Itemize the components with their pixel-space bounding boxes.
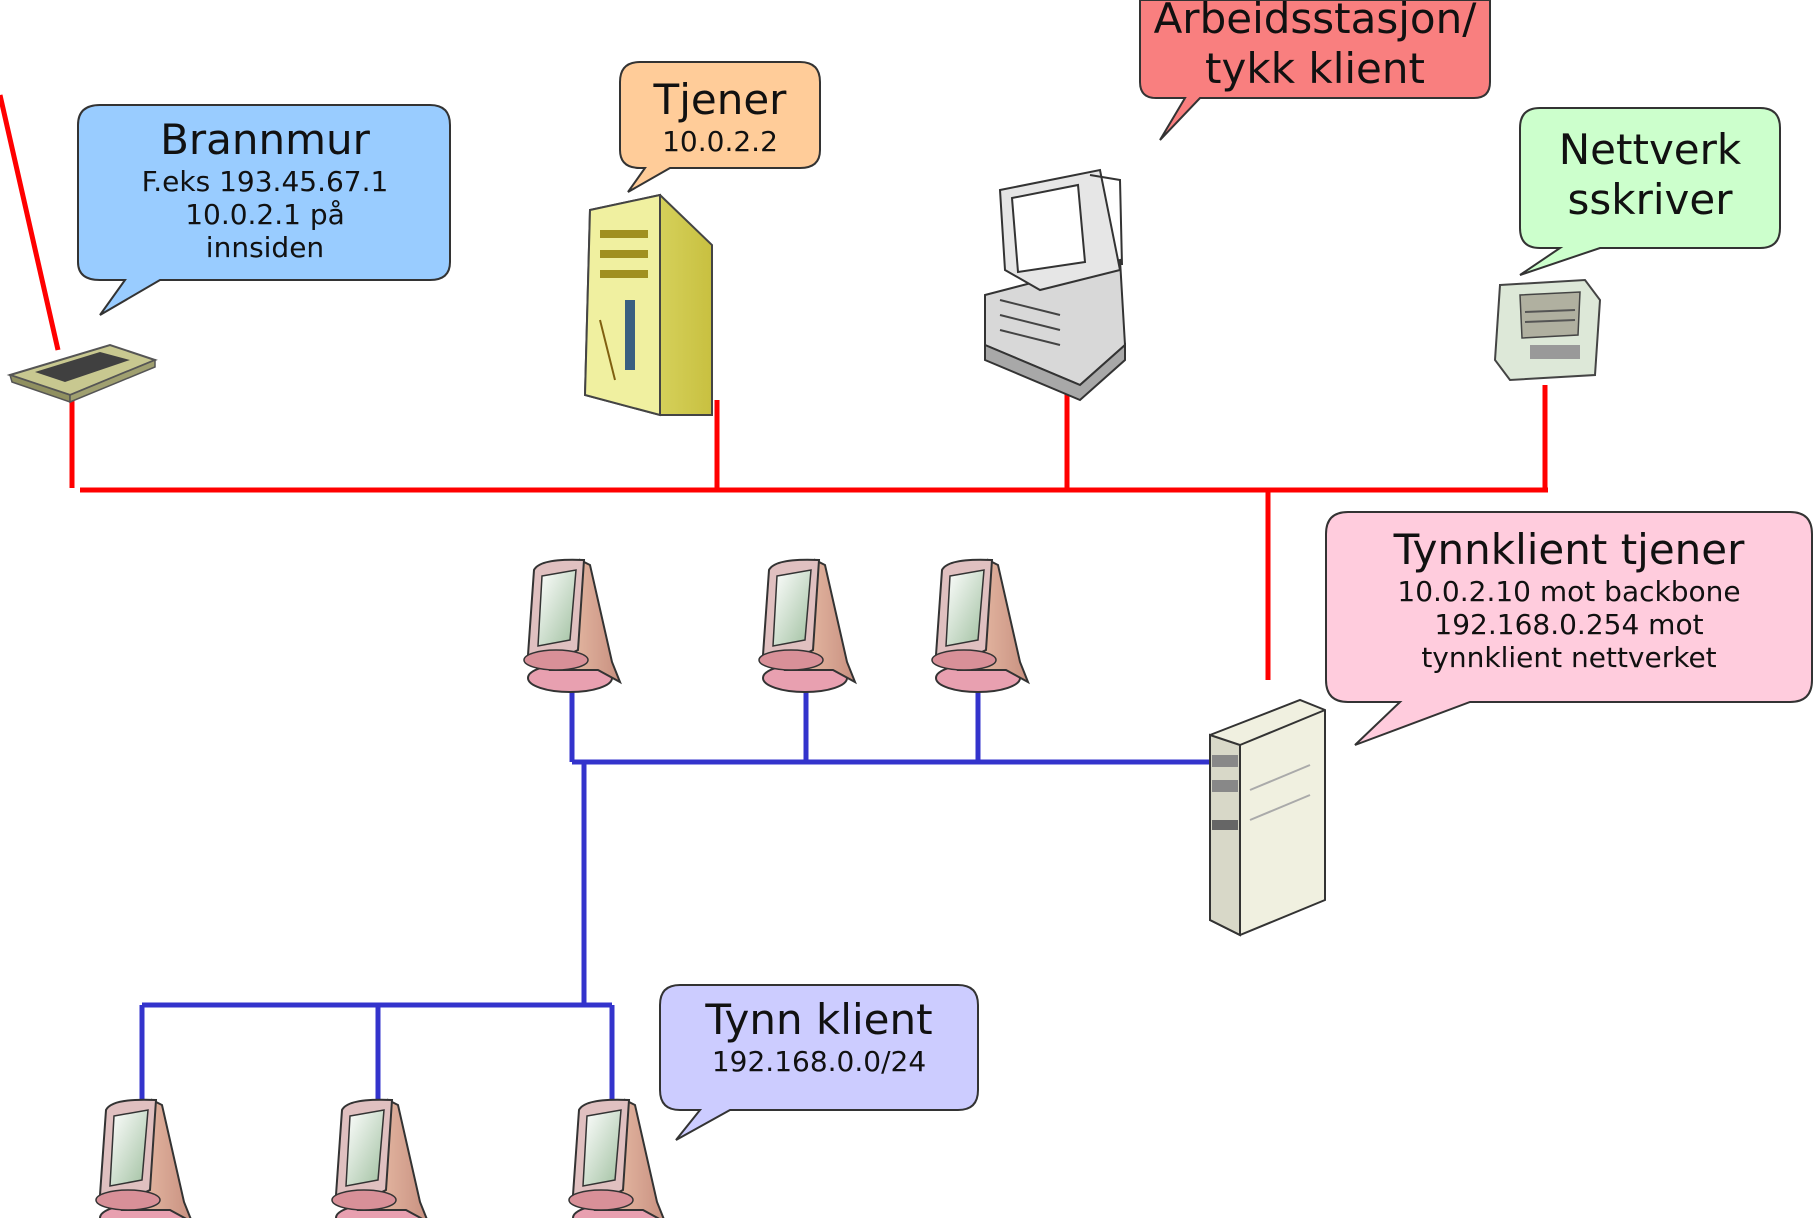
printer-icon (1493, 278, 1602, 382)
firewall-line3: innsiden (205, 230, 325, 264)
workstation-bubble (1139, 0, 1491, 141)
thin-server-icon (1209, 698, 1326, 937)
backbone-network (0, 94, 1548, 680)
printer-line1: sskriver (1567, 174, 1733, 224)
thin-server-line1: 10.0.2.10 mot backbone (1397, 574, 1741, 608)
server-ip: 10.0.2.2 (662, 124, 778, 158)
thin-client-subnet: 192.168.0.0/24 (711, 1044, 927, 1078)
firewall-bubble (77, 104, 451, 316)
firewall-label: Brannmur F.eks 193.45.67.1 10.0.2.1 på i… (90, 115, 440, 264)
printer-title: Nettverk (1558, 125, 1742, 174)
thin-server-title: Tynnklient tjener (1393, 525, 1745, 574)
printer-bubble (1519, 107, 1781, 276)
thin-server-label: Tynnklient tjener 10.0.2.10 mot backbone… (1326, 525, 1812, 674)
server-label: Tjener 10.0.2.2 (620, 75, 820, 158)
server-bubble (619, 61, 821, 193)
workstation-line1: Arbeidsstasjon/ (1153, 0, 1477, 43)
thin-client-network (139, 680, 1210, 1105)
printer-label: Nettverk sskriver (1520, 125, 1780, 224)
firewall-line1: F.eks 193.45.67.1 (141, 164, 389, 198)
server-title: Tjener (653, 75, 787, 124)
thin-server-line3: tynnklient nettverket (1421, 640, 1717, 674)
thin-server-line2: 192.168.0.254 mot (1434, 607, 1704, 641)
desktop-computer-icon (984, 168, 1127, 402)
server-tower-icon (583, 193, 713, 417)
thin-server-bubble (1325, 511, 1813, 746)
thin-client-title: Tynn klient (705, 995, 933, 1044)
workstation-line2: tykk klient (1205, 43, 1425, 93)
firewall-title: Brannmur (160, 115, 370, 164)
workstation-label: Arbeidsstasjon/ tykk klient (1140, 0, 1490, 93)
router-icon (6, 343, 158, 404)
firewall-line2: 10.0.2.1 på (185, 197, 345, 231)
thin-client-terminal-icon (95, 558, 1029, 1218)
thin-client-bubble (659, 984, 979, 1141)
thin-client-label: Tynn klient 192.168.0.0/24 (660, 995, 978, 1078)
